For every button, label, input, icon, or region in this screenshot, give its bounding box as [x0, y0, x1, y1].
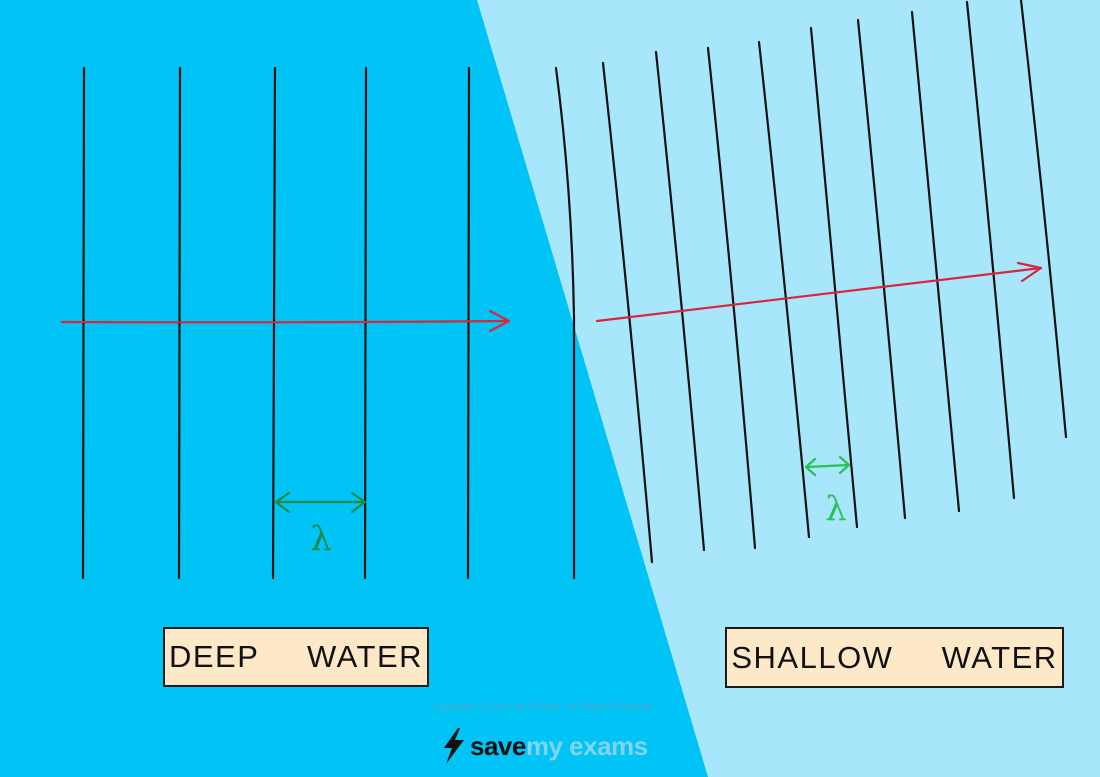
direction-arrow-shallow — [595, 261, 1043, 323]
wavelength-symbol-shallow: λ — [825, 489, 847, 529]
shallow-water-label: SHALLOW WATER — [725, 627, 1064, 688]
deep-water-label: DEEP WATER — [163, 627, 429, 687]
copyright-notice: Copyright © Save My Exams. All Rights Re… — [432, 702, 653, 713]
logo-myexams-text: my exams — [525, 730, 648, 761]
shallow-wavefronts — [554, 0, 1068, 580]
logo-save-text: save — [470, 730, 526, 761]
shallow-wavefront — [1019, 0, 1068, 439]
shallow-wavefront — [856, 18, 907, 520]
shallow-wavefront — [910, 10, 961, 513]
deep-water-region — [0, 0, 708, 777]
shallow-water-label-text: SHALLOW WATER — [731, 639, 1058, 675]
shallow-wavefront — [757, 40, 811, 539]
shallow-wavefront — [554, 66, 576, 580]
deep-wavefront — [466, 66, 471, 580]
wavelength-arrow-shallow — [804, 455, 851, 477]
shallow-wavefront — [601, 61, 654, 564]
lightning-bolt-icon — [436, 726, 470, 766]
shallow-wavefront — [706, 46, 757, 550]
shallow-wavefront — [654, 50, 706, 552]
shallow-wavefront — [965, 0, 1016, 500]
save-my-exams-logo: save my exams — [436, 726, 648, 766]
shallow-wavefront — [809, 26, 859, 529]
deep-water-label-text: DEEP WATER — [168, 639, 424, 674]
direction-arrow-deep — [60, 309, 511, 333]
wavelength-symbol-deep: λ — [310, 519, 332, 559]
wavelength-arrow-deep — [274, 491, 367, 514]
